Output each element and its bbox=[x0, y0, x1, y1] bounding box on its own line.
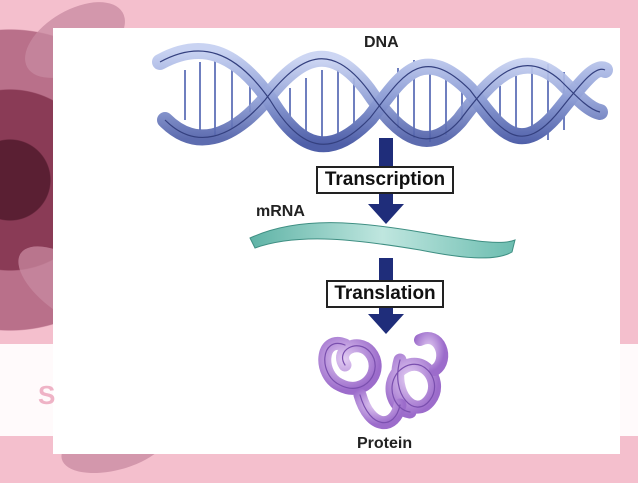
mrna-label: mRNA bbox=[256, 203, 305, 220]
protein-label: Protein bbox=[357, 435, 413, 452]
dna-helix bbox=[152, 42, 613, 153]
mrna-strand bbox=[249, 222, 516, 259]
arrow-shaft-4 bbox=[379, 306, 393, 314]
transcription-box: Transcription bbox=[316, 166, 454, 194]
dna-label: DNA bbox=[364, 34, 399, 51]
arrow-shaft-3 bbox=[379, 258, 393, 280]
protein-structure bbox=[318, 332, 449, 429]
slide-title-partial: S bbox=[38, 380, 56, 410]
arrow-shaft-2 bbox=[379, 194, 393, 204]
arrow-shaft-1 bbox=[379, 138, 393, 166]
arrow-head-1 bbox=[368, 204, 404, 224]
translation-box: Translation bbox=[326, 280, 444, 308]
arrows bbox=[368, 138, 404, 334]
arrow-head-2 bbox=[368, 314, 404, 334]
